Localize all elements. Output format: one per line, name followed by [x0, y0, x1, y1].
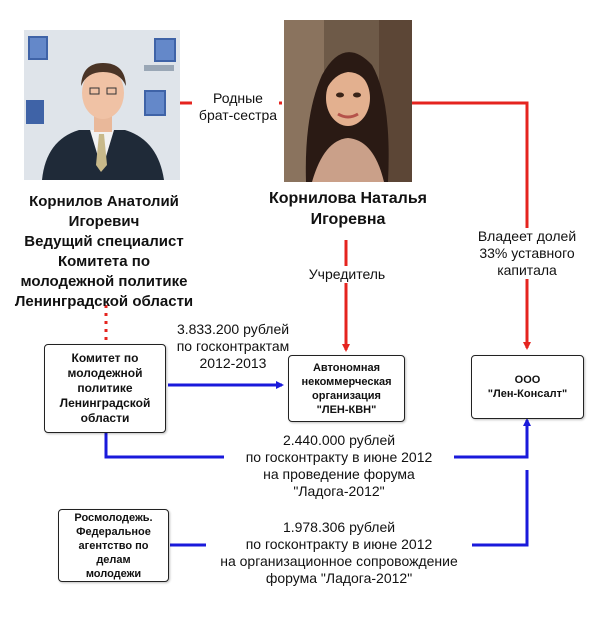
contract3-label-line: по госконтракту в июне 2012	[245, 536, 433, 552]
committee-box-line: Комитет по	[71, 351, 139, 365]
committee-box-line: политике	[77, 381, 133, 395]
person-left-line: Игоревич	[68, 213, 140, 230]
person-left-line: Корнилов Анатолий	[29, 193, 179, 210]
contract2-label-line: "Ладога-2012"	[293, 483, 385, 499]
ooo-box-line: ООО	[514, 374, 541, 386]
contract2-label: 2.440.000 рублей по госконтракту в июне …	[224, 432, 454, 500]
person-left-line: Комитета по	[57, 253, 150, 270]
contract2-label-line: на проведение форума	[263, 466, 415, 482]
ooo-box-line: "Лен-Консалт"	[487, 388, 568, 400]
ano-len-kvn-box: Автономная некоммерческая организация "Л…	[288, 355, 405, 422]
contract3-label-line: форума "Ладога-2012"	[265, 570, 413, 586]
contract1-label-line: 2012-2013	[199, 355, 267, 371]
owner-label-line: капитала	[497, 262, 557, 278]
committee-box-line: Ленинградской	[59, 396, 151, 410]
person-left-line: Ленинградской области	[14, 293, 194, 310]
owner-label-line: 33% уставного	[479, 245, 575, 261]
rosmol-box-line: агентство по	[78, 539, 149, 552]
ano-box-line: "ЛЕН-КВН"	[316, 403, 377, 416]
contract2-label-line: 2.440.000 рублей	[282, 432, 396, 448]
ano-box-line: некоммерческая	[301, 375, 392, 388]
woman-portrait-photo	[284, 20, 412, 182]
siblings-label-line: Родные	[213, 90, 263, 106]
founder-label: Учредитель	[298, 266, 396, 283]
person-left-caption: Корнилов Анатолий Игоревич Ведущий специ…	[4, 192, 204, 312]
siblings-label-line: брат-сестра	[198, 107, 278, 123]
person-center-line: Корнилова Наталья	[268, 190, 428, 207]
rosmol-box-line: Федеральное	[76, 525, 151, 538]
person-left-line: Ведущий специалист	[24, 233, 184, 250]
contract1-label-line: 3.833.200 рублей	[176, 321, 290, 337]
siblings-label: Родные брат-сестра	[197, 90, 279, 124]
contract3-label: 1.978.306 рублей по госконтракту в июне …	[206, 519, 472, 587]
person-center-line: Игоревна	[310, 211, 386, 228]
contract1-label-line: по госконтрактам	[176, 338, 290, 354]
committee-box: Комитет по молодежной политике Ленинград…	[44, 344, 166, 433]
contract1-label: 3.833.200 рублей по госконтрактам 2012-2…	[164, 321, 302, 372]
contract2-label-line: по госконтракту в июне 2012	[245, 449, 433, 465]
rosmol-box-line: Росмолодежь.	[74, 511, 153, 524]
rosmol-box-line: молодежи	[85, 567, 142, 580]
committee-box-line: молодежной	[67, 366, 143, 380]
contract3-label-line: на организационное сопровождение	[220, 553, 458, 569]
ooo-len-konsalt-box: ООО "Лен-Консалт"	[471, 355, 584, 419]
person-left-line: молодежной политике	[20, 273, 188, 290]
committee-box-line: области	[80, 411, 130, 425]
owner-label: Владеет долей 33% уставного капитала	[466, 228, 588, 279]
ano-box-line: Автономная	[312, 361, 381, 374]
founder-label-line: Учредитель	[308, 266, 386, 282]
man-portrait-photo	[24, 30, 180, 180]
ano-box-line: организация	[312, 389, 381, 402]
owner-label-line: Владеет долей	[477, 228, 577, 244]
rosmol-box-line: делам	[96, 553, 131, 566]
contract3-label-line: 1.978.306 рублей	[282, 519, 396, 535]
rosmolodezh-box: Росмолодежь. Федеральное агентство по де…	[58, 509, 169, 582]
person-center-caption: Корнилова Наталья Игоревна	[248, 188, 448, 230]
